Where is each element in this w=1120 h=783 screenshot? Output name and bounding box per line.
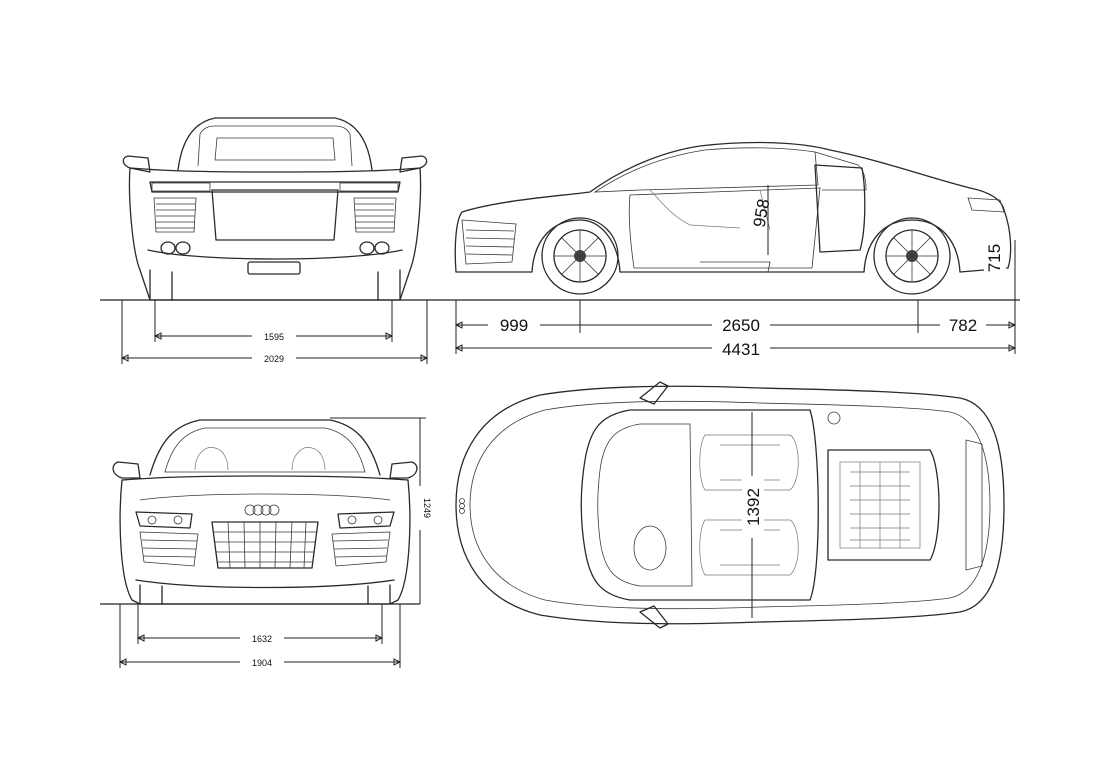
side-view <box>454 141 1012 295</box>
rear-overhang-label: 782 <box>949 316 977 335</box>
front-view <box>112 419 418 605</box>
front-width-label: 1904 <box>252 658 272 668</box>
rear-view <box>122 117 428 301</box>
dimension-lines <box>118 185 1017 668</box>
door-sill-label: 958 <box>750 197 774 228</box>
rear-width-label: 2029 <box>264 354 284 364</box>
front-track-label: 1632 <box>252 634 272 644</box>
bumper-height-label: 715 <box>985 244 1004 272</box>
wheelbase-label: 2650 <box>722 316 760 335</box>
top-view <box>455 381 1005 629</box>
rear-track-label: 1595 <box>264 332 284 342</box>
interior-width-label: 1392 <box>744 488 763 526</box>
length-label: 4431 <box>722 340 760 359</box>
dimension-labels: 1595 2029 999 2650 782 4431 958 715 1632… <box>240 197 1006 668</box>
height-label: 1249 <box>422 498 432 518</box>
front-overhang-label: 999 <box>500 316 528 335</box>
